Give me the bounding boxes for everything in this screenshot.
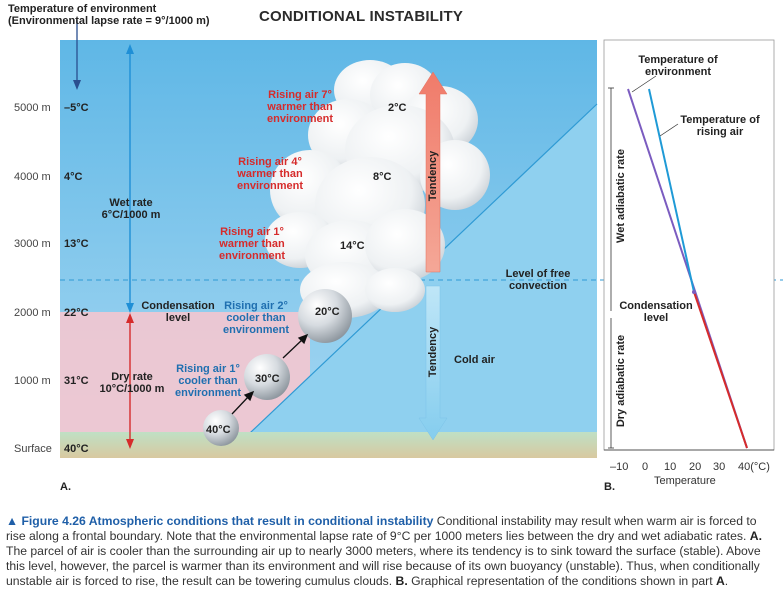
altitude-1000: 1000 m: [14, 375, 51, 387]
xtick-0: 0: [642, 461, 649, 473]
xtick-neg10: –10: [610, 461, 629, 473]
graph-rising-label-line2: rising air: [696, 126, 744, 138]
warmer-4-line2: warmer than: [237, 168, 303, 180]
figure-caption: ▲ Figure 4.26 Atmospheric conditions tha…: [6, 514, 778, 589]
condensation-label-line2: level: [165, 312, 191, 324]
tendency-up-label: Tendency: [427, 150, 439, 202]
lfc-label: Level of free convection: [500, 268, 576, 292]
env-temp-4000: 4°C: [64, 171, 83, 183]
warmer-7-line2: warmer than: [267, 101, 333, 113]
rising-warmer-1-label: Rising air 1° warmer than environment: [214, 226, 290, 262]
env-temp-surface: 40°C: [64, 443, 89, 455]
caption-text-3: Graphical representation of the conditio…: [407, 574, 716, 588]
caption-end: .: [724, 574, 729, 588]
altitude-5000: 5000 m: [14, 102, 51, 114]
cooler-1-line3: environment: [174, 387, 241, 399]
caption-text-2: The parcel of air is cooler than the sur…: [6, 544, 761, 588]
env-temp-1000: 31°C: [64, 375, 89, 387]
wet-rate-value: 6°C/1000 m: [101, 209, 161, 221]
diagram-title: CONDITIONAL INSTABILITY: [259, 8, 464, 25]
caption-ref-b: B.: [395, 574, 408, 588]
xtick-20: 20: [689, 461, 702, 473]
environment-header-line1: Temperature of environment: [8, 3, 157, 15]
parcel-temp-2000: 20°C: [315, 306, 340, 318]
rising-air-wet-line: [648, 88, 695, 293]
warmer-4-line3: environment: [236, 180, 303, 192]
warmer-1-line2: warmer than: [219, 238, 285, 250]
rising-air-dry-line: [693, 291, 748, 449]
xtick-40: 40(°C): [738, 461, 770, 473]
panel-b-label: B.: [604, 481, 615, 493]
wet-adiabatic-axis-label: Wet adiabatic rate: [615, 149, 627, 243]
cooler-1-line2: cooler than: [178, 375, 238, 387]
graph-condensation-label: Condensation level: [618, 300, 694, 324]
xtick-30: 30: [713, 461, 726, 473]
environment-header-line2: (Environmental lapse rate = 9°/1000 m): [8, 15, 210, 27]
wet-rate-title: Wet rate: [109, 197, 153, 209]
cooler-2-line3: environment: [222, 324, 289, 336]
rising-warmer-4-label: Rising air 4° warmer than environment: [232, 156, 308, 192]
dry-rate-value: 10°C/1000 m: [99, 383, 165, 395]
cold-air-label: Cold air: [454, 354, 495, 366]
caption-ref-a: A.: [749, 529, 762, 543]
warmer-1-line1: Rising air 1°: [220, 226, 284, 238]
graph-env-label-line2: environment: [644, 66, 711, 78]
dry-adiabatic-axis-label: Dry adiabatic rate: [615, 334, 627, 428]
cloud-temp-5000: 2°C: [388, 102, 407, 114]
altitude-surface: Surface: [14, 443, 52, 455]
cloud-temp-4000: 8°C: [373, 171, 392, 183]
graph-rising-label: Temperature of rising air: [672, 114, 768, 138]
panel-a-label: A.: [60, 481, 71, 493]
cooler-1-line1: Rising air 1°: [176, 363, 240, 375]
altitude-4000: 4000 m: [14, 171, 51, 183]
cloud-temp-3000: 14°C: [340, 240, 365, 252]
parcel-temp-surface: 40°C: [206, 424, 231, 436]
warmer-7-line1: Rising air 7°: [268, 89, 332, 101]
env-temp-2000: 22°C: [64, 307, 89, 319]
warmer-7-line3: environment: [266, 113, 333, 125]
graph-condensation-line2: level: [643, 312, 669, 324]
dry-rate-title: Dry rate: [111, 371, 153, 383]
cooler-2-line2: cooler than: [226, 312, 286, 324]
rising-warmer-7-label: Rising air 7° warmer than environment: [262, 89, 338, 125]
condensation-label-line1: Condensation: [141, 300, 215, 312]
rising-cooler-1-label: Rising air 1° cooler than environment: [170, 363, 246, 399]
caption-figure-title: Figure 4.26 Atmospheric conditions that …: [21, 514, 434, 528]
env-temp-5000: –5°C: [64, 102, 89, 114]
altitude-2000: 2000 m: [14, 307, 51, 319]
graph-condensation-line1: Condensation: [619, 300, 693, 312]
parcel-temp-1000: 30°C: [255, 373, 280, 385]
dry-rate-label: Dry rate 10°C/1000 m: [96, 371, 168, 395]
tendency-down-label: Tendency: [427, 326, 439, 378]
diagram-artwork: [60, 20, 783, 458]
environment-header: Temperature of environment (Environmenta…: [8, 3, 210, 27]
caption-marker: ▲: [6, 514, 19, 528]
lfc-line1: Level of free: [505, 268, 571, 280]
caption-text-1: Conditional instability may result when …: [6, 514, 757, 543]
altitude-3000: 3000 m: [14, 238, 51, 250]
warmer-4-line1: Rising air 4°: [238, 156, 302, 168]
graph-xlabel: Temperature: [654, 475, 716, 487]
graph-env-label-line1: Temperature of: [638, 54, 718, 66]
warmer-1-line3: environment: [218, 250, 285, 262]
xtick-10: 10: [664, 461, 677, 473]
wet-rate-label: Wet rate 6°C/1000 m: [96, 197, 166, 221]
graph-rising-label-line1: Temperature of: [680, 114, 760, 126]
condensation-level-label: Condensation level: [140, 300, 216, 324]
rising-cooler-2-label: Rising air 2° cooler than environment: [218, 300, 294, 336]
cooler-2-line1: Rising air 2°: [224, 300, 288, 312]
env-temp-3000: 13°C: [64, 238, 89, 250]
lfc-line2: convection: [508, 280, 568, 292]
graph-env-label: Temperature of environment: [632, 54, 724, 78]
caption-ref-a2: A: [715, 574, 725, 588]
